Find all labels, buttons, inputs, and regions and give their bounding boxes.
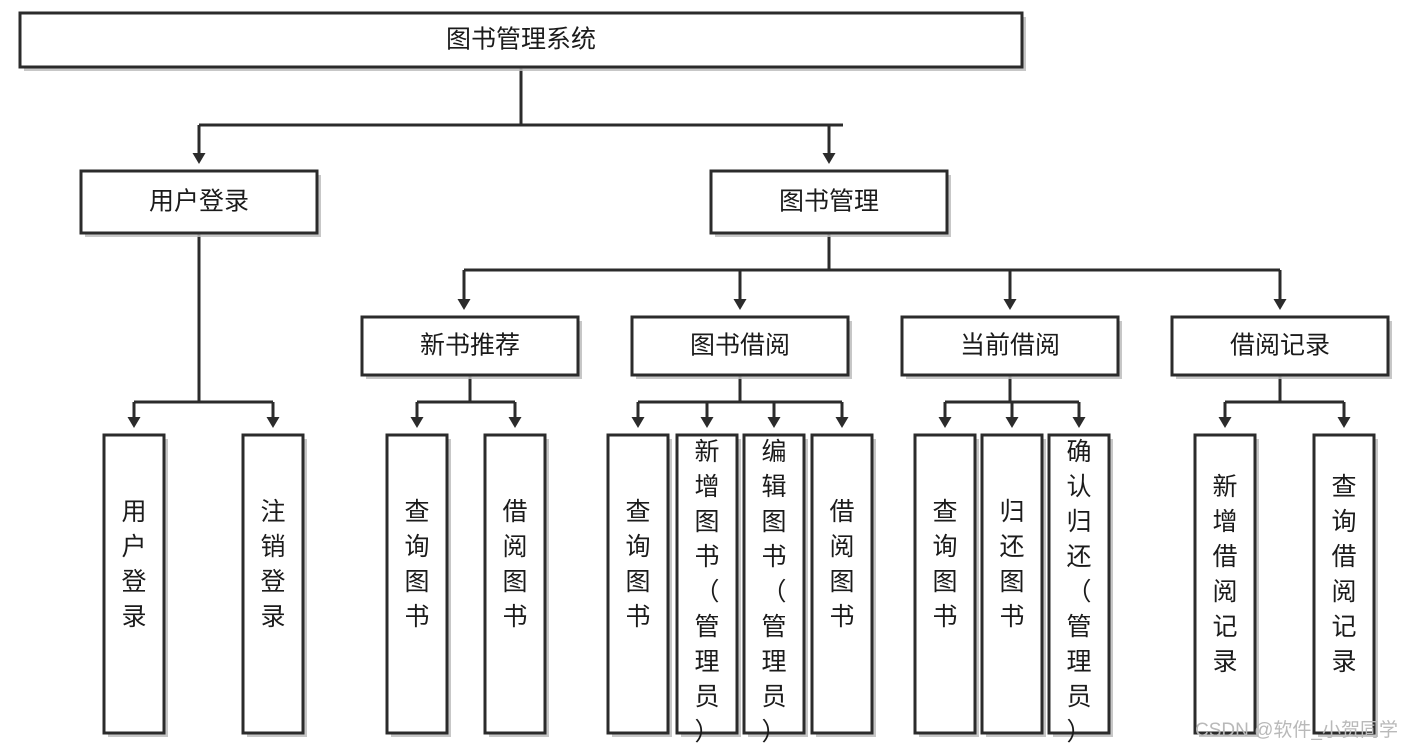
leaf-return-book[interactable]: 归还图书 — [980, 433, 1046, 737]
node-new-book-recommend[interactable]: 新书推荐 — [360, 315, 582, 379]
leaf-query-book-current[interactable]: 查询图书 — [913, 433, 979, 737]
node-root-label: 图书管理系统 — [446, 26, 596, 54]
leaf-borrow-book-rec-label: 借阅图书 — [502, 498, 527, 631]
leaf-user-login[interactable]: 用户登录 — [102, 433, 168, 737]
node-book-borrow-label: 图书借阅 — [690, 332, 790, 360]
node-new-book-recommend-label: 新书推荐 — [420, 332, 520, 360]
leaf-user-login-label: 用户登录 — [121, 498, 146, 631]
leaf-return-book-label: 归还图书 — [999, 498, 1024, 631]
node-book-management-label: 图书管理 — [779, 188, 879, 216]
leaf-query-borrow-record[interactable]: 查询借阅记录 — [1312, 433, 1378, 737]
leaf-query-book-rec[interactable]: 查询图书 — [385, 433, 451, 737]
node-root-system[interactable]: 图书管理系统 — [18, 11, 1026, 71]
leaf-add-book-admin-label: 新增图书（管理员） — [694, 438, 719, 746]
leaf-edit-book-admin-label: 编辑图书（管理员） — [761, 438, 786, 746]
node-book-borrow[interactable]: 图书借阅 — [630, 315, 852, 379]
leaf-add-book-admin[interactable]: 新增图书（管理员） — [675, 433, 741, 746]
node-book-management[interactable]: 图书管理 — [709, 169, 951, 237]
leaf-query-book-borrow[interactable]: 查询图书 — [606, 433, 672, 737]
node-user-login-label: 用户登录 — [149, 188, 249, 216]
leaf-query-borrow-record-label: 查询借阅记录 — [1331, 473, 1356, 676]
leaf-add-borrow-record-label: 新增借阅记录 — [1212, 473, 1237, 676]
leaf-confirm-return-admin-label: 确认归还（管理员） — [1066, 438, 1091, 746]
node-user-login[interactable]: 用户登录 — [79, 169, 321, 237]
node-borrow-record-label: 借阅记录 — [1230, 332, 1330, 360]
leaf-borrow-book-rec[interactable]: 借阅图书 — [483, 433, 549, 737]
node-current-borrow[interactable]: 当前借阅 — [900, 315, 1122, 379]
csdn-watermark: CSDN @软件_小贺同学 — [1195, 719, 1398, 741]
leaf-add-borrow-record[interactable]: 新增借阅记录 — [1193, 433, 1259, 737]
leaf-query-book-rec-label: 查询图书 — [404, 498, 429, 631]
connector-layer — [127, 67, 1351, 428]
leaf-borrow-book-borrow[interactable]: 借阅图书 — [810, 433, 876, 737]
leaf-logout[interactable]: 注销登录 — [241, 433, 307, 737]
leaf-query-book-borrow-label: 查询图书 — [625, 498, 650, 631]
node-borrow-record[interactable]: 借阅记录 — [1170, 315, 1392, 379]
leaf-borrow-book-borrow-label: 借阅图书 — [829, 498, 854, 631]
leaf-edit-book-admin[interactable]: 编辑图书（管理员） — [742, 433, 808, 746]
leaf-logout-label: 注销登录 — [260, 498, 285, 631]
leaf-query-book-current-label: 查询图书 — [932, 498, 957, 631]
leaf-confirm-return-admin[interactable]: 确认归还（管理员） — [1047, 433, 1113, 746]
node-current-borrow-label: 当前借阅 — [960, 332, 1060, 360]
